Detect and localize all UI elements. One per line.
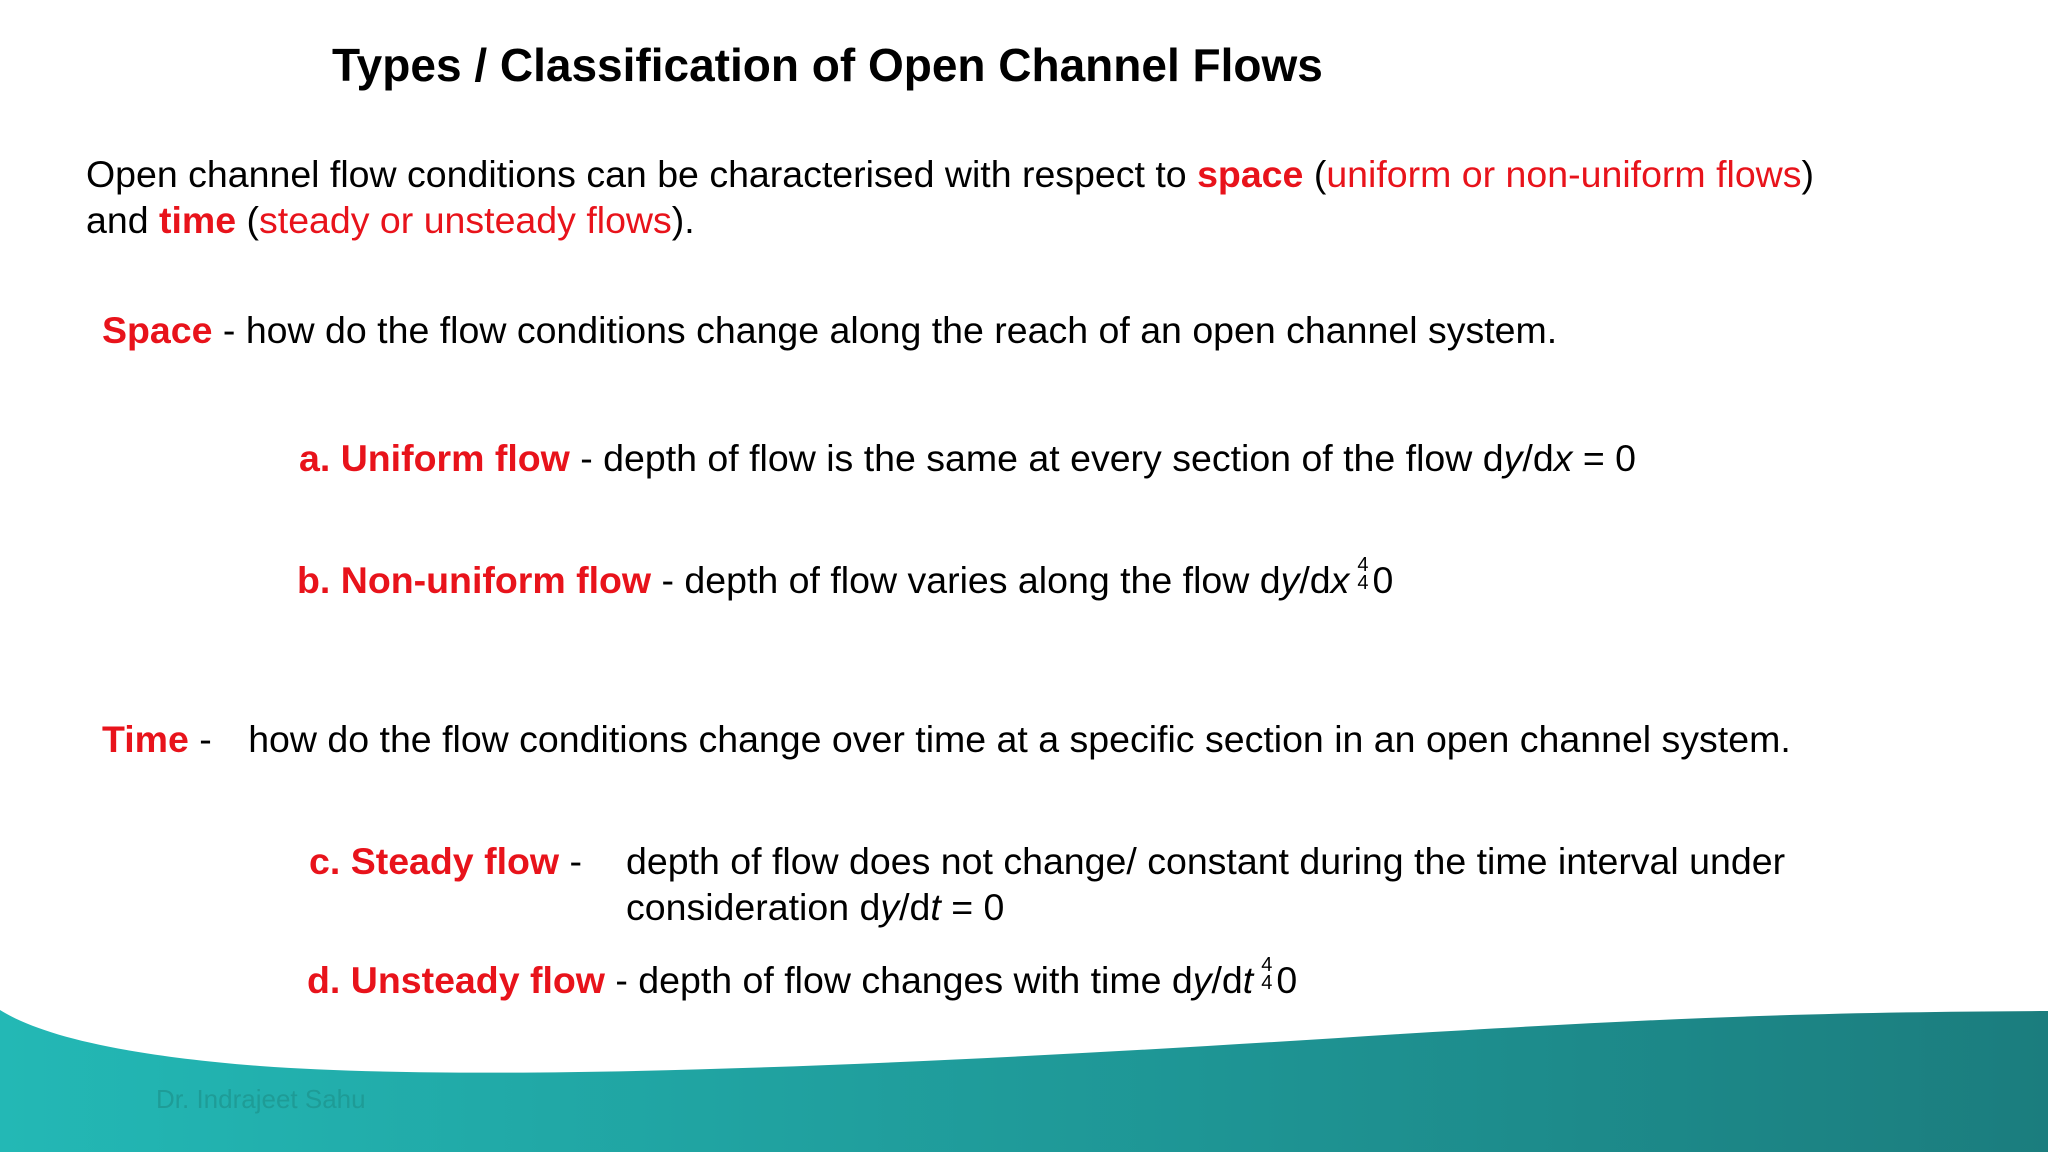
- unsteady-flow-label: d. Unsteady flow: [307, 959, 605, 1001]
- intro-paren-open: (: [1303, 153, 1327, 195]
- intro-text-1: Open channel flow conditions can be char…: [86, 153, 1198, 195]
- steady-var-y: y: [880, 886, 900, 928]
- space-types: uniform or non-uniform flows: [1326, 153, 1802, 195]
- steady-line2-pre: consideration d: [626, 886, 881, 928]
- steady-flow-text-1: depth of flow does not change/ constant …: [626, 840, 1786, 882]
- glyph-bottom: 4: [1357, 572, 1369, 594]
- space-keyword: space: [1197, 153, 1304, 195]
- steady-var-t: t: [930, 886, 941, 928]
- nonuniform-flow-item: b. Non-uniform flow - depth of flow vari…: [297, 554, 1394, 603]
- author-watermark: Dr. Indrajeet Sahu: [156, 1084, 366, 1114]
- time-definition: Time - how do the flow conditions change…: [102, 716, 1791, 762]
- uniform-var-x: x: [1553, 437, 1573, 479]
- unsteady-var-t: t: [1242, 959, 1254, 1001]
- glyph-top-2: 4: [1261, 954, 1273, 976]
- steady-flow-item: c. Steady flow -: [309, 838, 582, 884]
- time-text: how do the flow conditions change over t…: [248, 718, 1791, 760]
- nonuniform-flow-text: - depth of flow varies along the flow d: [651, 559, 1281, 601]
- nonuniform-slash: /d: [1299, 559, 1331, 601]
- time-types: steady or unsteady flows: [259, 199, 672, 241]
- space-term: Space: [102, 309, 213, 351]
- space-text: how do the flow conditions change along …: [245, 309, 1558, 351]
- nonuniform-var-x: x: [1330, 559, 1350, 601]
- intro-line-2: and time (steady or unsteady flows).: [86, 197, 695, 243]
- uniform-flow-label: a. Uniform flow: [299, 437, 570, 479]
- uniform-flow-dash: -: [569, 437, 604, 479]
- intro-line-1: Open channel flow conditions can be char…: [86, 151, 1814, 197]
- time-term: Time: [102, 718, 189, 760]
- uniform-var-y: y: [1503, 437, 1523, 479]
- unsteady-flow-text: - depth of flow changes with time d: [604, 959, 1193, 1001]
- steady-flow-text-2: consideration dy/dt = 0: [626, 884, 1004, 930]
- uniform-flow-item: a. Uniform flow - depth of flow is the s…: [299, 435, 1636, 481]
- uniform-flow-text: depth of flow is the same at every secti…: [603, 437, 1504, 479]
- steady-flow-dash: -: [559, 840, 582, 882]
- intro-and: and: [86, 199, 159, 241]
- space-dash: -: [212, 309, 246, 351]
- steady-rhs: = 0: [940, 886, 1005, 928]
- steady-flow-label: c. Steady flow: [309, 840, 560, 882]
- slide-title: Types / Classification of Open Channel F…: [332, 39, 1323, 91]
- glyph-bottom-2: 4: [1261, 972, 1273, 994]
- space-definition: Space - how do the flow conditions chang…: [102, 307, 1557, 353]
- steady-slash: /d: [899, 886, 931, 928]
- time-keyword: time: [159, 199, 237, 241]
- intro-end: ).: [671, 199, 695, 241]
- intro-paren-close: ): [1801, 153, 1815, 195]
- unsteady-flow-item: d. Unsteady flow - depth of flow changes…: [307, 954, 1298, 1003]
- nonuniform-var-y: y: [1280, 559, 1300, 601]
- nonuniform-rhs: 0: [1372, 559, 1394, 601]
- nonuniform-flow-label: b. Non-uniform flow: [297, 559, 652, 601]
- unsteady-var-y: y: [1192, 959, 1212, 1001]
- uniform-rhs: = 0: [1572, 437, 1637, 479]
- glyph-top: 4: [1357, 554, 1369, 576]
- unsteady-slash: /d: [1211, 959, 1243, 1001]
- time-dash: -: [188, 718, 223, 760]
- uniform-slash: /d: [1522, 437, 1554, 479]
- unsteady-rhs: 0: [1276, 959, 1298, 1001]
- intro-paren-open-2: (: [236, 199, 260, 241]
